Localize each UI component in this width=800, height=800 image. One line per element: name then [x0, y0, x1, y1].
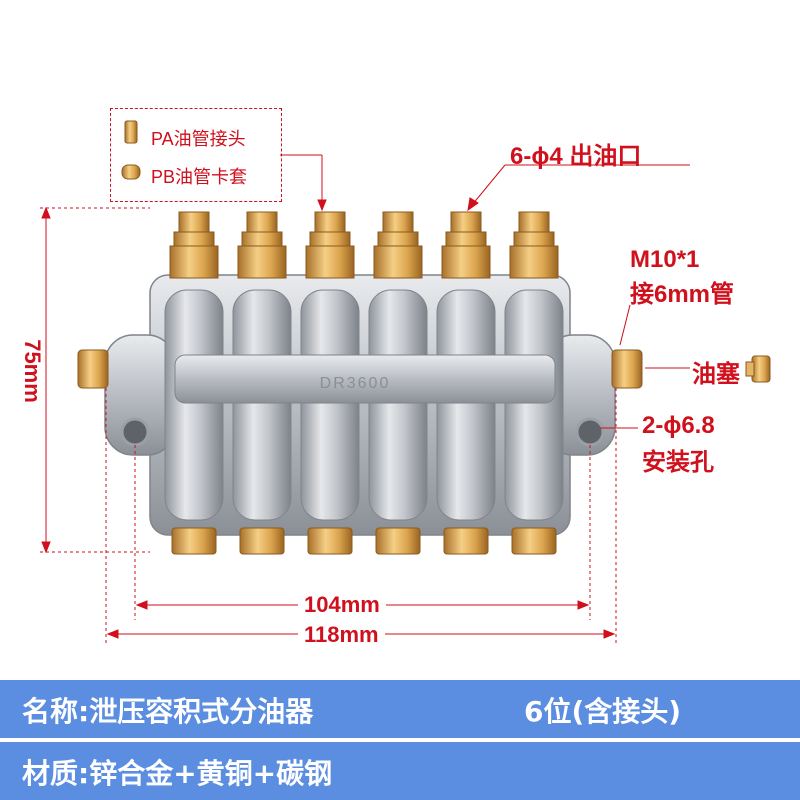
legend-item-pb: PB油管卡套 — [143, 161, 247, 191]
distributor-illustration: DR3600 — [40, 120, 771, 645]
mounting-hole-left — [120, 417, 150, 447]
mount-annotation-line2: 安装孔 — [642, 449, 714, 476]
inner-width-dimension-label: 104mm — [298, 592, 386, 618]
legend-item-pa: PA油管接头 — [143, 123, 246, 153]
band-divider — [0, 738, 800, 742]
legend-label-pa: PA油管接头 — [151, 129, 246, 149]
pb-ferrule-icon — [121, 164, 141, 180]
left-inlet-fitting — [77, 349, 109, 389]
material-label: 材质:锌合金+黄铜+碳钢 — [22, 757, 333, 790]
name-band: 名称:泄压容积式分油器 6位(含接头) — [0, 680, 800, 738]
product-marking: DR3600 — [320, 375, 391, 392]
product-name: 名称:泄压容积式分油器 — [22, 695, 314, 728]
top-brass-fittings — [169, 211, 559, 279]
thread-annotation-line1: M10*1 — [630, 246, 700, 273]
positions-label: 6位(含接头) — [524, 695, 682, 728]
height-dimension-label: 75mm — [20, 339, 45, 403]
thread-annotation-line2: 接6mm管 — [630, 281, 735, 308]
oil-plug-part — [745, 355, 771, 383]
plug-annotation: 油塞 — [692, 361, 740, 388]
legend-icons — [121, 120, 141, 180]
pa-fitting-icon — [124, 120, 138, 144]
right-inlet-fitting — [611, 349, 643, 389]
distributor-body: DR3600 — [104, 274, 616, 536]
center-rail — [174, 354, 556, 404]
material-band: 材质:锌合金+黄铜+碳钢 — [0, 742, 800, 800]
mounting-hole-right — [575, 417, 605, 447]
legend-label-pb: PB油管卡套 — [151, 167, 248, 187]
mount-annotation-line1: 2-ϕ6.8 — [642, 412, 715, 439]
outlet-annotation: 6-ϕ4 出油口 — [510, 143, 642, 170]
fitting-legend: PA油管接头 PB油管卡套 — [110, 108, 282, 202]
bottom-brass-plugs — [171, 527, 557, 555]
piston-cylinders — [164, 289, 564, 521]
outer-width-dimension-label: 118mm — [298, 622, 385, 648]
